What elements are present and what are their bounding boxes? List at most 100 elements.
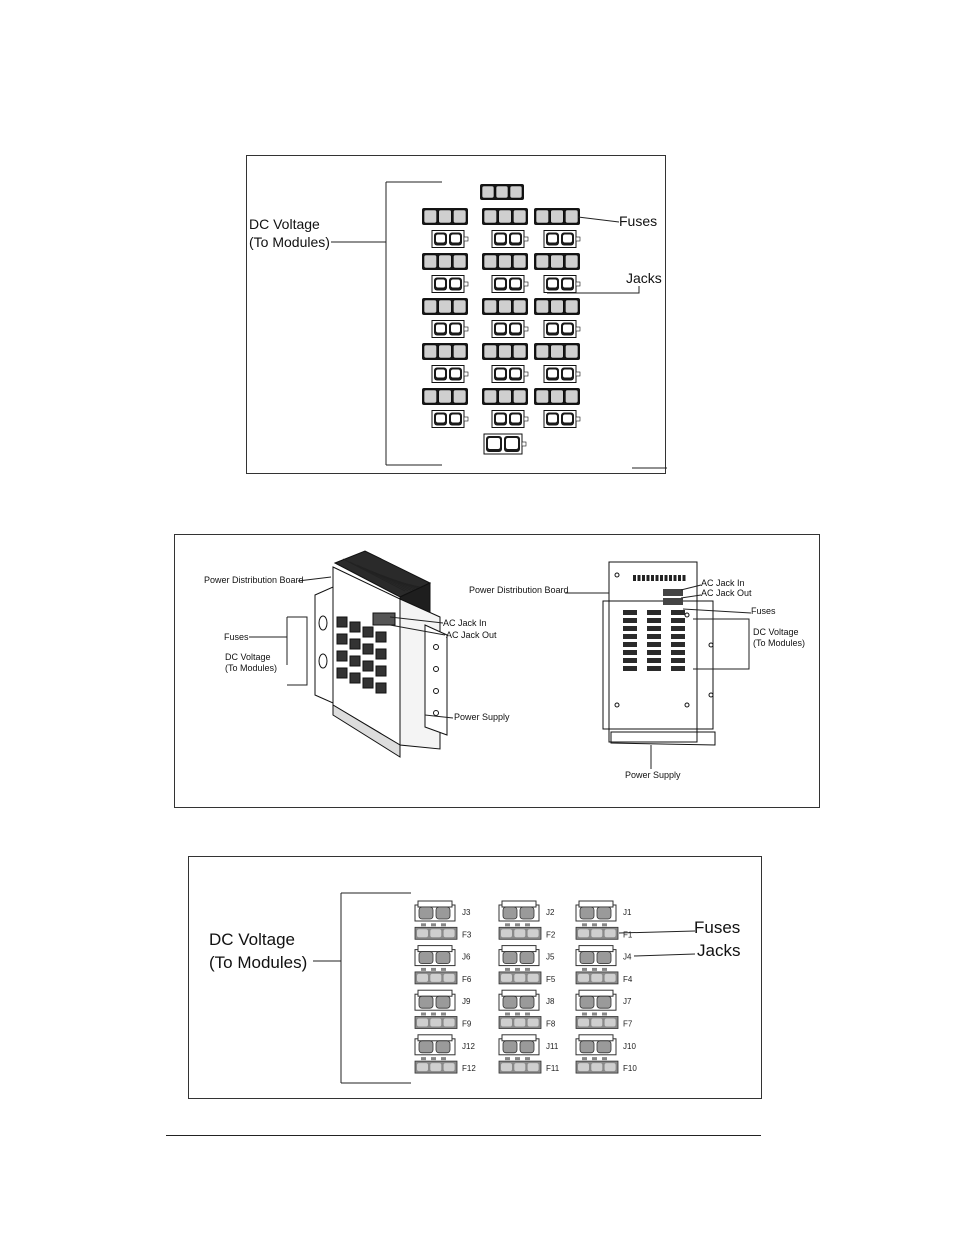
jack-connector: [543, 365, 581, 383]
mounting-slot: [318, 615, 328, 631]
ac-jack-block: [372, 612, 396, 626]
jack-pin: [511, 414, 520, 423]
fuse-cavity: [501, 1018, 512, 1027]
fuse-block: [534, 253, 580, 270]
label-f10: F10: [623, 1064, 637, 1073]
fuses-leader: [618, 930, 696, 934]
fuse-cavity: [501, 1063, 512, 1072]
connector-cell: [647, 650, 661, 655]
connector-cell: [671, 650, 685, 655]
ac-in-leader-right: [680, 584, 702, 591]
jack-j5: [498, 945, 540, 967]
fuse-cavity: [550, 209, 564, 224]
fuse-top: [480, 184, 524, 200]
dc-bracket: [287, 616, 308, 686]
fuse-cavity: [550, 389, 564, 404]
fuse-cavity: [578, 929, 589, 938]
jack-latch: [417, 1034, 453, 1042]
header-pin: [642, 575, 645, 581]
jacks-leader: [547, 286, 640, 294]
jack-socket: [596, 995, 612, 1009]
jack-pin: [548, 234, 557, 243]
fuse-cavity: [443, 1063, 455, 1072]
connector-cell: [647, 666, 661, 671]
fuse-cavity: [578, 1063, 589, 1072]
fuse-tab: [441, 923, 446, 927]
fig2-assembly-drawing: [249, 550, 752, 769]
jack-tab: [575, 371, 581, 377]
jack-pin: [511, 279, 520, 288]
header-pin: [633, 575, 636, 581]
board-connector: [336, 616, 348, 628]
label-j6: J6: [462, 953, 471, 962]
fuse-tab: [505, 1012, 510, 1016]
connector-cell: [623, 658, 637, 663]
jack-pin: [496, 369, 505, 378]
header-pin: [678, 575, 681, 581]
fuse-f10: [575, 1057, 619, 1074]
jack-pin: [451, 324, 460, 333]
board-connector: [375, 648, 387, 660]
heatsink-fin: [342, 558, 406, 592]
fuse-block: [422, 298, 468, 315]
fuse-tab: [592, 967, 597, 971]
fuse-tab: [421, 967, 426, 971]
jack-socket: [418, 1040, 434, 1054]
jack-pin: [511, 324, 520, 333]
fuse-cavity: [565, 344, 579, 359]
fuse-f2: [498, 923, 542, 940]
screw-hole: [708, 642, 714, 648]
fuse-tab: [505, 1057, 510, 1061]
fuse-cavity: [430, 929, 442, 938]
jack-latch: [578, 1034, 614, 1042]
fuse-cavity: [535, 209, 549, 224]
connector-cell: [671, 634, 685, 639]
screw-hole: [614, 702, 620, 708]
fig2-right-ac-jack-in-label: AC Jack In: [701, 578, 745, 588]
flange-hole: [433, 710, 439, 716]
jack-socket: [502, 906, 518, 920]
board-connector: [362, 626, 374, 638]
fuse-block: [482, 253, 528, 270]
jack-tab: [521, 441, 527, 447]
board-connector: [362, 643, 374, 655]
fuse-tab: [582, 1012, 587, 1016]
connector-cell: [647, 618, 661, 623]
jack-socket: [579, 906, 595, 920]
jack-tab: [463, 281, 469, 287]
fuse-tab: [602, 923, 607, 927]
fuse-cavity: [535, 254, 549, 269]
fuse-cavity: [417, 1063, 428, 1072]
fuse-cavity: [535, 344, 549, 359]
jack-connector: [491, 410, 529, 428]
fuse-cavity: [578, 1018, 589, 1027]
jack-tab: [523, 326, 529, 332]
jack-j1: [575, 900, 617, 922]
board-connector: [349, 672, 361, 684]
fuse-tab: [602, 1057, 607, 1061]
jack-tab: [463, 236, 469, 242]
jack-tab: [523, 371, 529, 377]
board-connector: [349, 621, 361, 633]
fuse-cavity: [527, 929, 539, 938]
fuse-tab: [431, 1057, 436, 1061]
fuse-cavity: [565, 254, 579, 269]
jack-j7: [575, 989, 617, 1011]
fig2-left-ac-jack-in-label: AC Jack In: [443, 618, 487, 628]
label-f2: F2: [546, 930, 556, 939]
jack-pin: [496, 414, 505, 423]
connector-cell: [647, 642, 661, 647]
fuse-cavity: [438, 344, 452, 359]
fuse-block: [422, 253, 468, 270]
connector-cell: [671, 642, 685, 647]
fuse-cavity: [565, 209, 579, 224]
supply-base: [610, 731, 716, 746]
header-pin: [682, 575, 686, 581]
jack-pin: [563, 369, 572, 378]
fuse-f5: [498, 967, 542, 985]
fuse-tab: [515, 923, 520, 927]
screw-hole: [708, 692, 714, 698]
fuse-cavity: [591, 1063, 603, 1072]
jack-pin: [451, 369, 460, 378]
label-f4: F4: [623, 975, 633, 984]
